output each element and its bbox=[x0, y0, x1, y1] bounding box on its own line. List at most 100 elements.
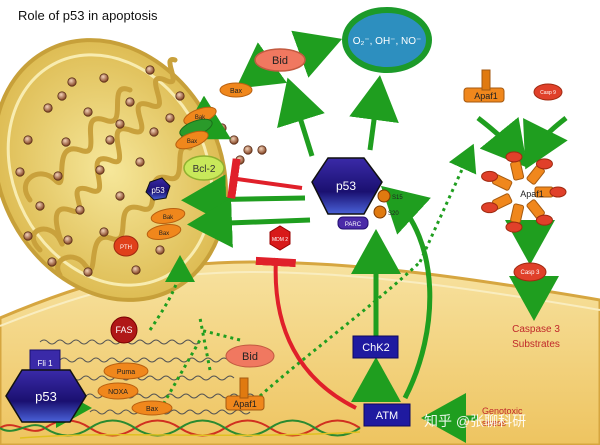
p53-center-label: p53 bbox=[336, 179, 356, 193]
atm-label: ATM bbox=[376, 410, 398, 422]
cytochrome-c-dot bbox=[135, 157, 145, 167]
apaf1-subunit bbox=[510, 203, 525, 224]
casp9-subunit bbox=[549, 186, 567, 198]
noxa-label: NOXA bbox=[108, 389, 128, 396]
ros-node bbox=[342, 7, 432, 73]
casp9-subunit bbox=[505, 221, 523, 233]
bak-bax-lower bbox=[146, 208, 186, 240]
s20-label: S20 bbox=[388, 211, 399, 217]
arrow-bid-to-bax bbox=[235, 42, 287, 89]
cytochrome-c-dot bbox=[175, 91, 185, 101]
cytochrome-c-dot bbox=[131, 265, 141, 275]
cytochrome-c-dot bbox=[217, 123, 227, 133]
cytochrome-c-dot bbox=[83, 267, 93, 277]
mdm2-node bbox=[269, 225, 291, 251]
bax-top-node bbox=[219, 82, 253, 98]
casp9-subunit bbox=[505, 151, 523, 163]
arrow-atm-to-p53 bbox=[380, 185, 433, 400]
cytochrome-c-dot bbox=[15, 167, 25, 177]
casp9-subunit bbox=[481, 202, 499, 214]
s15-label: S15 bbox=[392, 195, 403, 201]
casp3-node bbox=[513, 262, 547, 282]
apaf1-top-label: Apaf1 bbox=[474, 91, 498, 101]
arrow-apaf-merge-left bbox=[476, 116, 528, 168]
stress-line2: stress bbox=[482, 418, 507, 428]
arrow-p53-to-bid bbox=[277, 77, 325, 157]
cytochrome-c-dot bbox=[99, 227, 109, 237]
ros-label: O₂⁻, OH⁻, NO⁻ bbox=[353, 36, 422, 47]
chk2-label: ChK2 bbox=[362, 342, 390, 354]
p53-mito-label: p53 bbox=[151, 186, 165, 195]
bak-lower-label: Bak bbox=[163, 215, 174, 221]
puma-label: Puma bbox=[117, 369, 135, 376]
cytochrome-c-dot bbox=[53, 171, 63, 181]
casp9-subunit bbox=[535, 158, 553, 170]
bcl2-node bbox=[183, 155, 225, 181]
cytochrome-c-dot bbox=[47, 257, 57, 267]
cytochrome-c-dot bbox=[155, 245, 165, 255]
bax-nucleus-node bbox=[131, 400, 173, 416]
cytochrome-c-dot bbox=[23, 135, 33, 145]
apaf1-top-node bbox=[463, 69, 505, 103]
p53-center-node bbox=[311, 157, 391, 230]
cytochrome-c-dot bbox=[235, 155, 245, 165]
atm-node bbox=[363, 403, 411, 427]
chk2-node bbox=[352, 335, 399, 359]
cytochrome-c-dot bbox=[61, 137, 71, 147]
bid-nucleus-label: Bid bbox=[242, 351, 258, 363]
cytochrome-c-dot bbox=[23, 231, 33, 241]
p53-mito-node bbox=[145, 177, 171, 201]
bcl2-label: Bcl-2 bbox=[193, 164, 216, 175]
cytochrome-c-dot bbox=[67, 77, 77, 87]
cytochrome-c-dot bbox=[83, 107, 93, 117]
apaf1-nucleus-label: Apaf1 bbox=[233, 399, 257, 409]
parc-label: PARC bbox=[345, 222, 362, 228]
caspase-substrates-line1: Caspase 3 bbox=[512, 324, 560, 335]
cytochrome-c-dot bbox=[35, 201, 45, 211]
cytochrome-c-dot bbox=[165, 113, 175, 123]
bax-lower-label: Bax bbox=[159, 231, 169, 237]
bak-upper-label: Bak bbox=[195, 115, 206, 121]
mito-cristae bbox=[30, 57, 178, 253]
watermark: 知乎 @张聊科研 bbox=[424, 413, 526, 429]
inhibit-atm-mdm2 bbox=[255, 256, 357, 410]
cytochrome-c-dot bbox=[43, 103, 53, 113]
cytochrome-c-dot bbox=[99, 73, 109, 83]
apoptosome-cluster bbox=[481, 151, 567, 233]
fli-label: Fli 1 bbox=[37, 359, 53, 368]
apaf1-cluster-label: Apaf1 bbox=[520, 189, 544, 199]
cytochrome-c-dot bbox=[243, 145, 253, 155]
cytochrome-c-dot bbox=[95, 165, 105, 175]
caspase-substrates-line2: Substrates bbox=[512, 339, 560, 350]
bid-nucleus-node bbox=[225, 344, 275, 368]
bax-upper-label: Bax bbox=[187, 139, 197, 145]
casp3-label: Casp 3 bbox=[520, 270, 540, 276]
cytochrome-c-dot bbox=[257, 145, 267, 155]
bax-top-label: Bax bbox=[230, 88, 243, 95]
cytochrome-c-dot bbox=[149, 127, 159, 137]
stress-line1: Genotoxic bbox=[482, 406, 523, 416]
cytochrome-c-dot bbox=[229, 135, 239, 145]
casp9-subunit bbox=[535, 214, 553, 226]
puma-node bbox=[103, 362, 149, 380]
inhibit-p53-bcl2 bbox=[227, 158, 303, 199]
bid-top-node bbox=[254, 48, 306, 72]
casp9-top-label: Casp 9 bbox=[540, 90, 556, 96]
cytochrome-c-dot bbox=[125, 97, 135, 107]
mdm2-label: MDM 2 bbox=[272, 237, 288, 243]
casp9-top-node bbox=[533, 83, 563, 101]
cytochrome-c-dot bbox=[75, 205, 85, 215]
cytochrome-c-dot bbox=[115, 191, 125, 201]
p53-nucleus-node bbox=[5, 369, 87, 423]
diagram-title: Role of p53 in apoptosis bbox=[18, 8, 158, 23]
cytochrome-c-dot bbox=[57, 91, 67, 101]
cytochrome-c-dot bbox=[63, 235, 73, 245]
arrow-p53-to-ros bbox=[349, 75, 399, 151]
cytochrome-c-dot bbox=[115, 119, 125, 129]
apaf1-nucleus-node bbox=[225, 377, 265, 411]
bak-bax-upper bbox=[175, 106, 217, 150]
arrow-apaf-merge-right bbox=[523, 116, 568, 170]
bax-nucleus-label: Bax bbox=[146, 406, 159, 413]
